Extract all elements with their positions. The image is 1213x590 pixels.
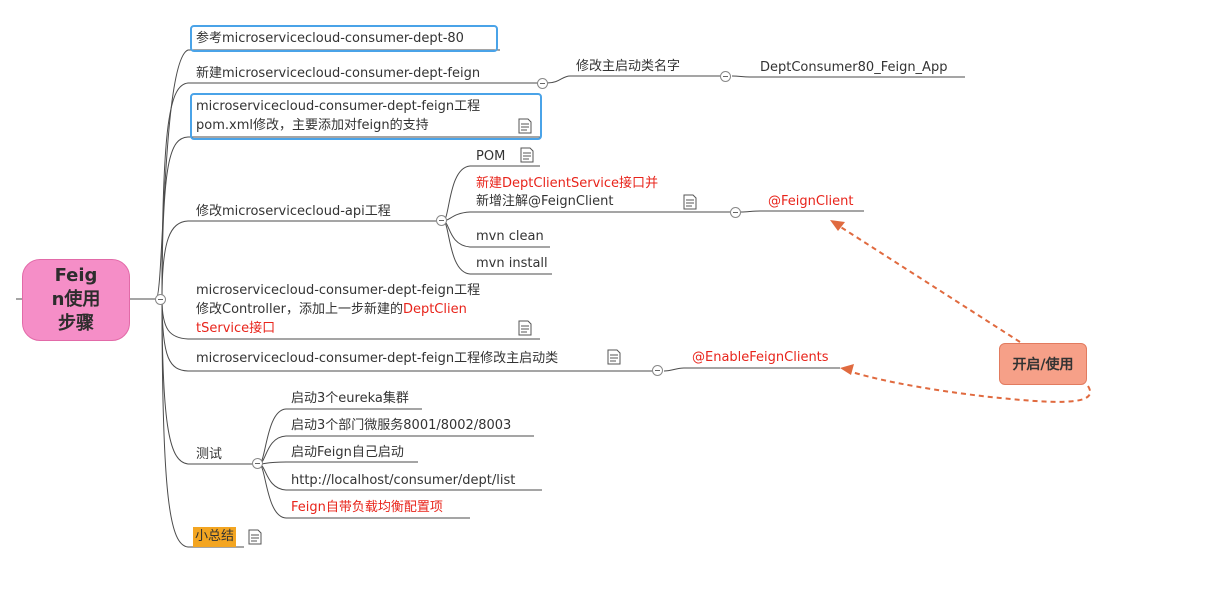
enable-feign-clients[interactable]: @EnableFeignClients	[692, 350, 829, 365]
new-prefix: 新建	[476, 176, 503, 191]
note-icon[interactable]	[683, 194, 697, 210]
callout-label: 开启/使用	[1012, 357, 1074, 373]
branch-rename-main[interactable]: 修改主启动类名字	[576, 59, 681, 74]
note-icon[interactable]	[248, 529, 262, 545]
test-services[interactable]: 启动3个部门微服务8001/8002/8003	[291, 418, 512, 433]
controller-red-1: DeptClien	[402, 302, 467, 317]
collapse-icon[interactable]	[436, 215, 447, 226]
branch-pom-line1[interactable]: microservicecloud-consumer-dept-feign工程	[196, 99, 481, 114]
branch-controller-line2[interactable]: 修改Controller，添加上一步新建的DeptClien	[196, 301, 467, 319]
collapse-icon[interactable]	[730, 207, 741, 218]
note-icon[interactable]	[518, 118, 532, 134]
api-child-new-interface[interactable]: 新建DeptClientService接口并	[476, 175, 658, 193]
test-feign-start[interactable]: 启动Feign自己启动	[291, 445, 404, 460]
controller-text: 修改Controller，添加上一步新建的	[196, 302, 403, 317]
branch-main-class[interactable]: microservicecloud-consumer-dept-feign工程修…	[196, 351, 559, 366]
branch-app-name[interactable]: DeptConsumer80_Feign_App	[760, 60, 948, 75]
root-label: Feig n使用 步骤	[51, 265, 101, 334]
root-node[interactable]: Feig n使用 步骤	[22, 259, 130, 341]
collapse-icon[interactable]	[720, 71, 731, 82]
branch-reference-80[interactable]: 参考microservicecloud-consumer-dept-80	[196, 31, 464, 46]
feign-client-annotation[interactable]: @FeignClient	[768, 194, 854, 209]
api-child-mvn-clean[interactable]: mvn clean	[476, 229, 544, 244]
collapse-icon[interactable]	[652, 365, 663, 376]
test-url[interactable]: http://localhost/consumer/dept/list	[291, 473, 516, 488]
api-child-pom[interactable]: POM	[476, 149, 506, 164]
branch-controller-line3[interactable]: tService接口	[196, 321, 276, 336]
collapse-icon[interactable]	[252, 458, 263, 469]
note-icon[interactable]	[518, 320, 532, 336]
branch-controller-line1[interactable]: microservicecloud-consumer-dept-feign工程	[196, 283, 481, 298]
branch-pom-line2[interactable]: pom.xml修改，主要添加对feign的支持	[196, 118, 429, 133]
note-icon[interactable]	[607, 349, 621, 365]
branch-highlight-1	[190, 25, 498, 52]
branch-summary[interactable]: 小总结	[193, 527, 237, 547]
note-icon[interactable]	[520, 147, 534, 163]
callout-enable-use[interactable]: 开启/使用	[999, 343, 1087, 385]
branch-highlight-3	[190, 93, 542, 140]
new-interface-red: DeptClientService接口	[502, 176, 646, 191]
new-suffix: 并	[645, 176, 659, 191]
test-load-balance[interactable]: Feign自带负载均衡配置项	[291, 500, 443, 515]
branch-test[interactable]: 测试	[196, 447, 223, 462]
test-eureka[interactable]: 启动3个eureka集群	[291, 391, 409, 406]
branch-new-feign[interactable]: 新建microservicecloud-consumer-dept-feign	[196, 66, 481, 81]
collapse-icon[interactable]	[537, 78, 548, 89]
api-child-new-annotation[interactable]: 新增注解@FeignClient	[476, 194, 614, 209]
collapse-icon[interactable]	[155, 294, 166, 305]
branch-modify-api[interactable]: 修改microservicecloud-api工程	[196, 204, 391, 219]
api-child-mvn-install[interactable]: mvn install	[476, 256, 548, 271]
